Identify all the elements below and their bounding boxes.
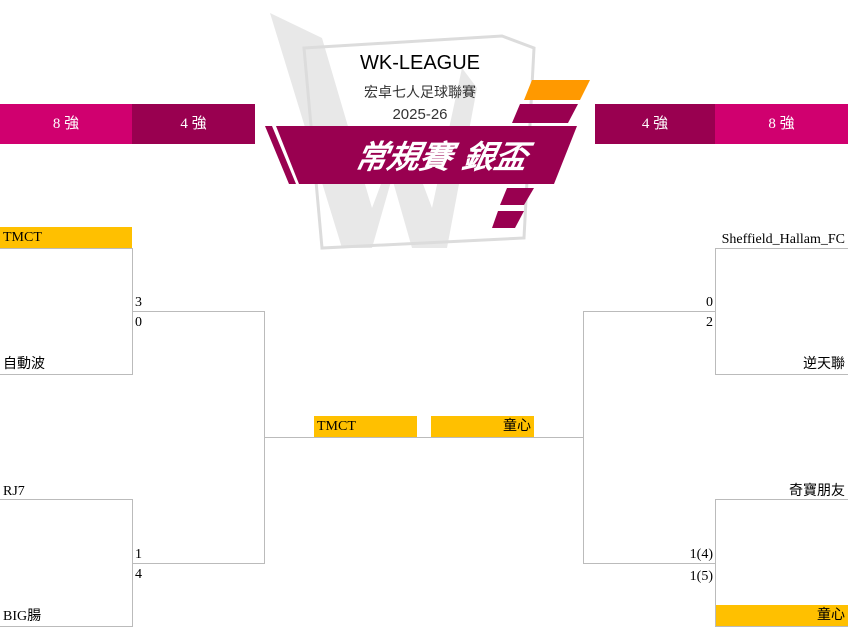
league-logo: WK-LEAGUE 宏卓七人足球聯賽 2025-26 常規賽 銀盃 [262, 8, 592, 253]
match-left-sf [132, 311, 265, 564]
final-team-right[interactable]: 童心 [431, 416, 534, 437]
team-right-qf1-2[interactable]: 逆天聯 [803, 357, 845, 372]
match-left-qf2 [0, 499, 133, 627]
logo-title: WK-LEAGUE [359, 52, 481, 74]
match-right-qf1 [715, 248, 848, 375]
match-right-sf [583, 311, 716, 564]
logo-banner: 常規賽 銀盃 [351, 138, 532, 176]
score-left-qf1-1: 3 [135, 295, 142, 310]
score-left-qf2-1: 1 [135, 547, 142, 562]
score-right-qf1-1: 0 [706, 295, 713, 310]
team-left-qf1-2[interactable]: 自動波 [3, 357, 45, 372]
final-connector-line [264, 437, 584, 438]
logo-season: 2025-26 [392, 106, 448, 123]
team-left-qf2-2[interactable]: BIG腸 [3, 609, 42, 624]
logo-subtitle: 宏卓七人足球聯賽 [364, 85, 476, 101]
score-right-qf1-2: 2 [706, 315, 713, 330]
header-right-round-of-4: 4 強 [595, 104, 715, 144]
header-right-round-of-8: 8 強 [715, 104, 848, 144]
team-left-qf1-1[interactable]: TMCT [0, 227, 132, 248]
team-right-qf2-1[interactable]: 奇寶朋友 [789, 484, 845, 499]
score-right-qf2-2: 1(5) [689, 569, 713, 584]
score-left-qf1-2: 0 [135, 315, 142, 330]
final-team-left[interactable]: TMCT [314, 416, 417, 437]
team-right-qf1-1[interactable]: Sheffield_Hallam_FC [721, 232, 845, 247]
match-right-qf2 [715, 499, 848, 627]
logo-graphic [265, 13, 590, 250]
score-left-qf2-2: 4 [135, 567, 142, 582]
team-right-qf2-2[interactable]: 童心 [716, 605, 848, 626]
header-left-round-of-8: 8 強 [0, 104, 132, 144]
score-right-qf2-1: 1(4) [689, 547, 713, 562]
team-left-qf2-1[interactable]: RJ7 [3, 484, 25, 499]
header-left-round-of-4: 4 強 [132, 104, 255, 144]
